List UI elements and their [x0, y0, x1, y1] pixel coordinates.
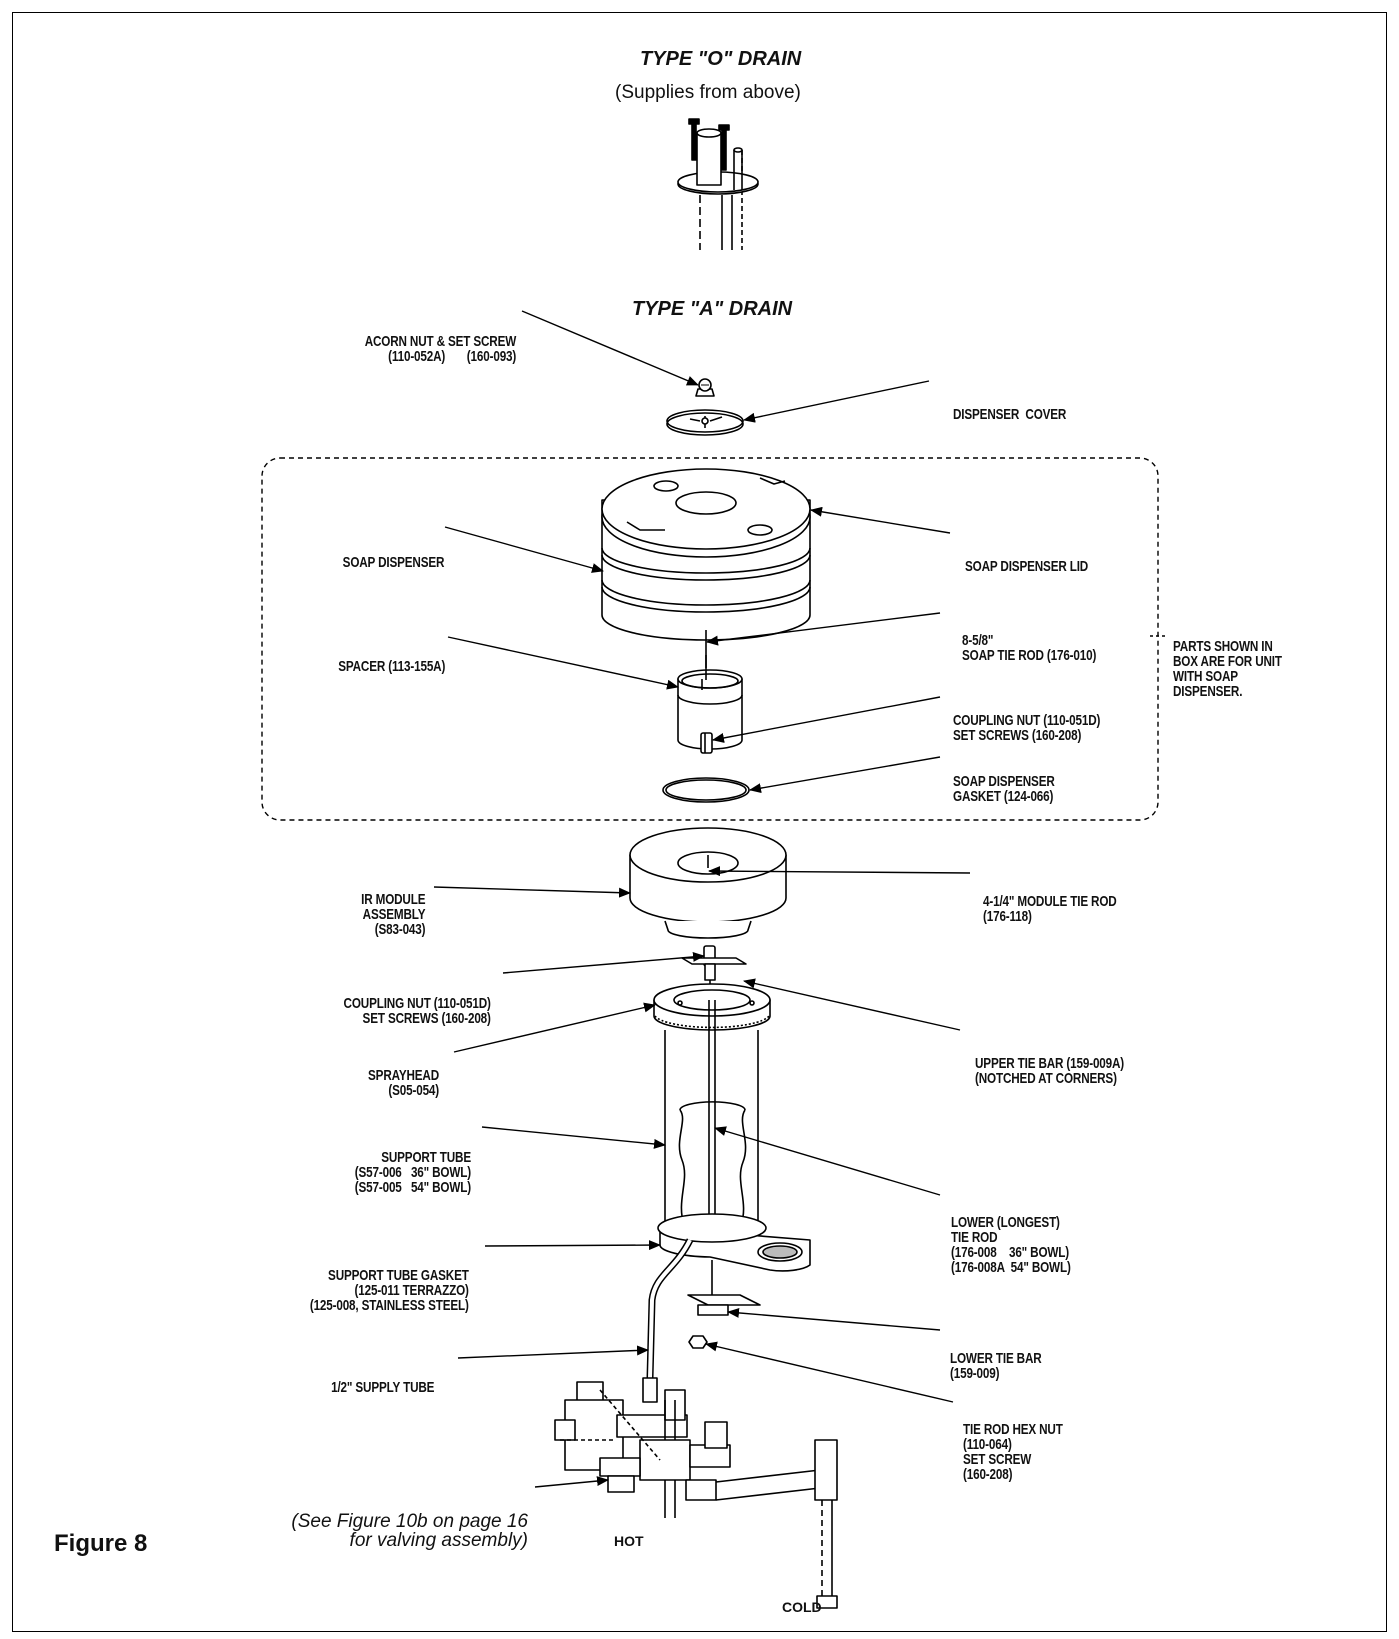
label-support-tube-gasket: SUPPORT TUBE GASKET(125-011 TERRAZZO)(12…: [310, 1267, 469, 1314]
support-tube-illustration: [664, 1000, 759, 1230]
figure-label: Figure 8: [54, 1530, 148, 1557]
soap-dispenser-gasket-illustration: [662, 777, 750, 803]
label-support-tube: SUPPORT TUBE(S57-006 36" BOWL)(S57-005 5…: [354, 1149, 471, 1196]
label-dispenser-cover: DISPENSER COVER: [953, 406, 1067, 423]
lower-tie-bar-illustration: [687, 1260, 761, 1316]
leader-lines: [433, 310, 1168, 1488]
label-tie-rod-hex-nut: TIE ROD HEX NUT(110-064)SET SCREW(160-20…: [963, 1421, 1063, 1483]
label-lower-tie-rod: LOWER (LONGEST)TIE ROD(176-008 36" BOWL)…: [951, 1214, 1071, 1276]
label-lower-tie-bar: LOWER TIE BAR(159-009): [950, 1350, 1042, 1382]
label-acorn-nut: ACORN NUT & SET SCREW(110-052A) (160-093…: [364, 333, 517, 365]
label-supply-tube: 1/2" SUPPLY TUBE: [330, 1379, 434, 1396]
acorn-nut-illustration: [695, 378, 715, 397]
valving-assembly-illustration: [554, 1381, 838, 1609]
label-soap-tie-rod: 8-5/8"SOAP TIE ROD (176-010): [962, 632, 1097, 664]
type-o-drain-title: TYPE "O" DRAIN: [640, 48, 802, 70]
type-a-drain-title: TYPE "A" DRAIN: [632, 298, 793, 320]
label-soap-dispenser-lid: SOAP DISPENSER LID: [965, 558, 1089, 575]
label-coupling-nut-lower: COUPLING NUT (110-051D)SET SCREWS (160-2…: [343, 995, 491, 1027]
tie-rod-hex-nut-illustration: [688, 1335, 708, 1349]
label-spacer: SPACER (113-155A): [337, 658, 445, 675]
label-module-tie-rod: 4-1/4" MODULE TIE ROD(176-118): [983, 893, 1117, 925]
type-o-drain-illustration: [677, 118, 759, 250]
label-hot: HOT: [614, 1533, 644, 1549]
soap-dispenser-illustration: [601, 468, 811, 668]
sprayhead-illustration: [653, 983, 771, 1031]
label-cold: COLD: [782, 1599, 822, 1615]
label-upper-tie-bar: UPPER TIE BAR (159-009A)(NOTCHED AT CORN…: [975, 1055, 1125, 1087]
coupling-nut-illustration-upper: [700, 732, 713, 754]
label-soap-dispenser: SOAP DISPENSER: [342, 554, 444, 571]
type-o-drain-subtitle: (Supplies from above): [615, 82, 801, 103]
supply-tube-illustration: [642, 1238, 694, 1403]
dispenser-cover-illustration: [666, 409, 744, 436]
ir-module-illustration: [629, 827, 787, 939]
label-sprayhead: SPRAYHEAD(S05-054): [368, 1067, 439, 1099]
label-coupling-nut-upper: COUPLING NUT (110-051D)SET SCREWS (160-2…: [953, 712, 1101, 744]
page-border: [12, 12, 1387, 1632]
spacer-illustration: [677, 655, 743, 750]
support-tube-gasket-illustration: [657, 1213, 811, 1272]
